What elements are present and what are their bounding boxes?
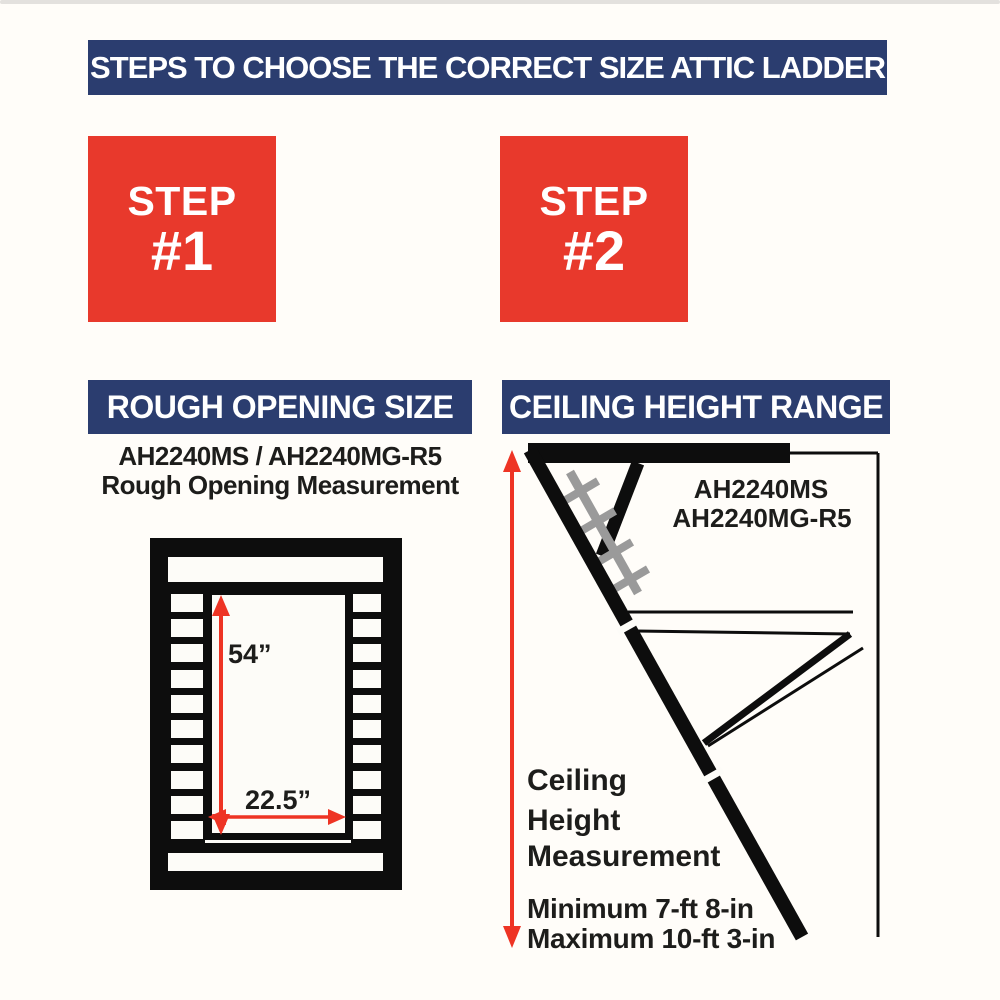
opening-width-value: 22.5”: [245, 785, 311, 815]
right-joist-stripes: [353, 594, 381, 839]
step-2-badge: STEP #2: [500, 136, 688, 322]
measure-label-line1: Ceiling: [527, 764, 627, 797]
step-1-number: #1: [150, 219, 214, 282]
step-2-number: #2: [562, 219, 626, 282]
rough-opening-banner-text: ROUGH OPENING SIZE: [106, 388, 454, 425]
frame-headers-and-joists: [168, 582, 383, 853]
image-top-border: [0, 0, 1000, 4]
ceiling-height-diagram: AH2240MS AH2240MG-R5 Ceiling Height Meas…: [503, 443, 880, 954]
title-banner: STEPS TO CHOOSE THE CORRECT SIZE ATTIC L…: [88, 40, 887, 95]
step-1-badge: STEP #1: [88, 136, 276, 322]
ceiling-height-arrow-icon: [503, 450, 521, 948]
maximum-height-value: Maximum 10-ft 3-in: [527, 923, 775, 954]
page-title: STEPS TO CHOOSE THE CORRECT SIZE ATTIC L…: [90, 49, 886, 85]
measure-label-line2: Height: [527, 804, 620, 837]
opening-height-value: 54”: [228, 639, 272, 669]
rough-opening-diagram: 54” 22.5”: [150, 538, 402, 890]
rail-hinge-gaps: [616, 617, 725, 785]
measure-label-line3: Measurement: [527, 840, 720, 873]
step-2-label: STEP: [539, 178, 649, 224]
rough-opening-models: AH2240MS / AH2240MG-R5: [118, 441, 442, 471]
rough-opening-subtitle: Rough Opening Measurement: [101, 470, 459, 500]
width-arrow-icon: [208, 809, 346, 825]
left-joist-stripes: [171, 594, 203, 839]
lower-door-panel: [635, 629, 864, 748]
minimum-height-value: Minimum 7-ft 8-in: [527, 893, 754, 924]
opening-area: [212, 595, 345, 833]
rough-opening-banner: ROUGH OPENING SIZE: [88, 380, 472, 434]
ladder-model-line1: AH2240MS: [694, 474, 828, 504]
ceiling-height-banner: CEILING HEIGHT RANGE: [502, 380, 890, 434]
ladder-model-line2: AH2240MG-R5: [672, 503, 851, 533]
ceiling-bar: [528, 443, 790, 463]
step-1-label: STEP: [127, 178, 237, 224]
ceiling-height-banner-text: CEILING HEIGHT RANGE: [508, 388, 884, 425]
ladder-rail: [523, 446, 809, 941]
folded-ladder-section: [561, 469, 651, 596]
